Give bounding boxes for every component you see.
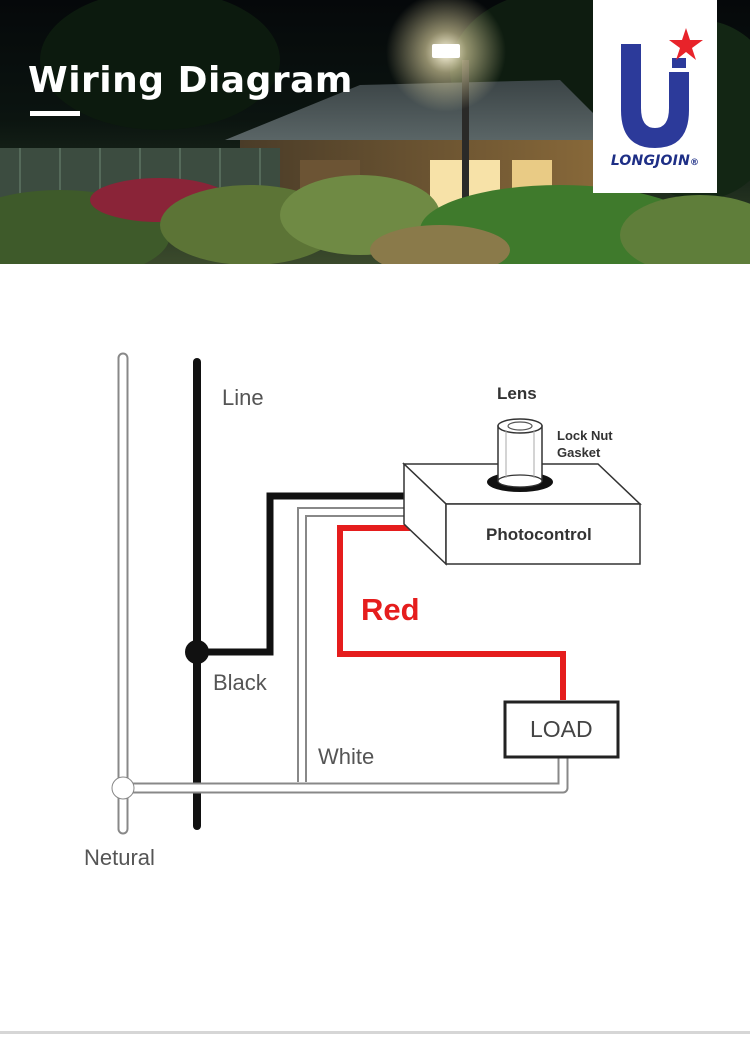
- banner-title: Wiring Diagram: [28, 60, 353, 101]
- brand-name: LONGJOIN®: [610, 153, 700, 169]
- black-wire: [197, 492, 414, 656]
- white-wire-outline: [297, 507, 432, 782]
- gasket-label: Gasket: [557, 445, 601, 460]
- brand-logo: LONGJOIN®: [593, 0, 717, 193]
- red-wire-label: Red: [361, 592, 420, 627]
- red-wire: [337, 525, 566, 700]
- wiring-schematic: [111, 352, 642, 835]
- neutral-label: Netural: [84, 845, 155, 870]
- lens-body: [497, 425, 543, 482]
- white-wire: [299, 509, 432, 782]
- title-underline: [30, 111, 80, 116]
- lens-label: Lens: [497, 384, 537, 403]
- photocontrol-front: [445, 503, 641, 565]
- neutral-bus: [123, 758, 567, 792]
- longjoin-logo-mark: [621, 28, 703, 148]
- load-box: [503, 700, 620, 759]
- line-junction: [185, 640, 209, 664]
- lock-nut-label: Lock Nut: [557, 428, 613, 443]
- photocontrol-label: Photocontrol: [486, 525, 592, 544]
- line-label: Line: [222, 385, 264, 410]
- load-label: LOAD: [530, 716, 593, 742]
- header-banner: Wiring Diagram LONGJOIN®: [0, 0, 750, 264]
- neutral-junction: [111, 776, 135, 800]
- white-wire-label: White: [318, 744, 375, 769]
- registered-mark: ®: [689, 158, 700, 168]
- wiring-diagram: Line Lens Lock Nut Gasket Photocontrol R…: [0, 264, 750, 1049]
- bottom-divider: [0, 1031, 750, 1034]
- black-wire-label: Black: [213, 670, 267, 695]
